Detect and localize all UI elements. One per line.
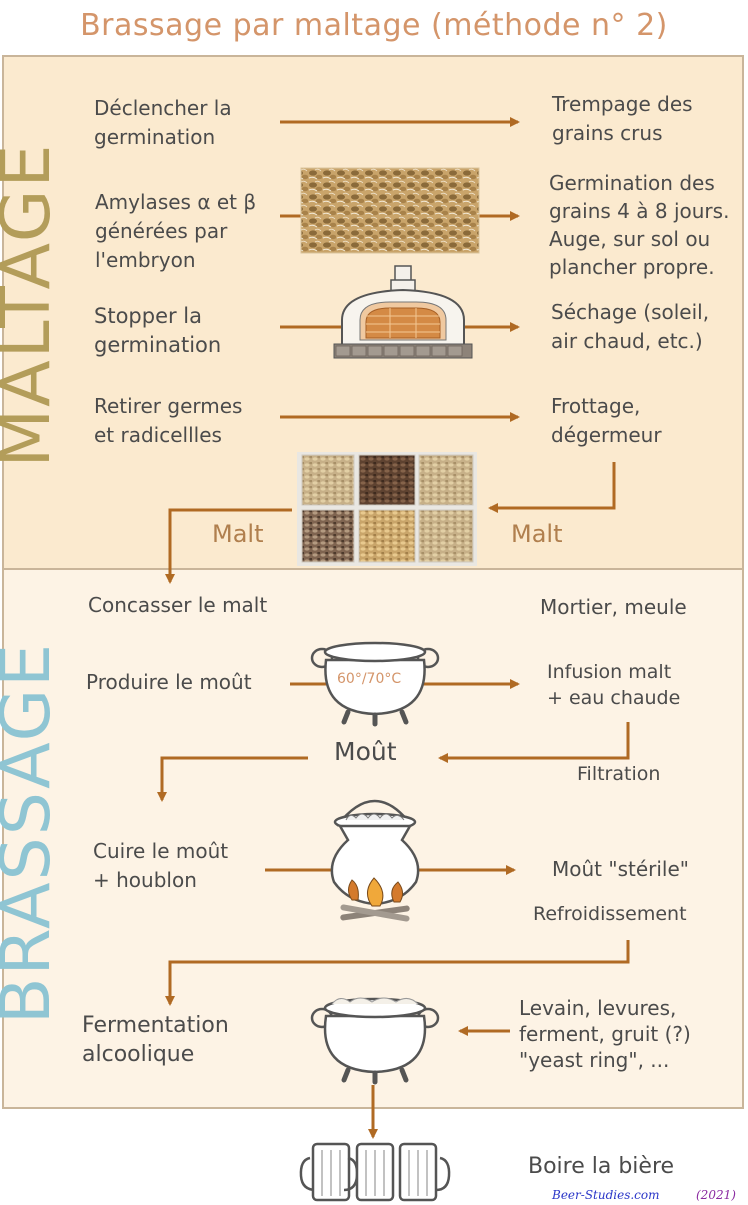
wort-action: Produire le moût [86, 670, 252, 694]
arrow-cooling [165, 940, 630, 1006]
malt-samples-image [297, 452, 477, 566]
arrow-to-malt [488, 462, 616, 513]
fermentation-agents: Levain, levures,ferment, gruit (?)"yeast… [519, 996, 691, 1072]
signature-year: (2021) [696, 1188, 736, 1202]
signature-site: Beer-Studies.com [552, 1188, 660, 1202]
boil-action: Cuire le moût+ houblon [93, 839, 229, 892]
step3-result: Séchage (soleil,air chaud, etc.) [551, 300, 710, 353]
arrow-filtration [438, 722, 630, 763]
boil-result: Moût "stérile" [552, 857, 689, 881]
page-title: Brassage par maltage (méthode n° 2) [80, 8, 668, 43]
step4-result: Frottage,dégermeur [551, 394, 662, 447]
arrow-malt-down [165, 508, 292, 584]
cauldron-boil-icon [330, 799, 420, 922]
kiln-oven-icon [333, 265, 473, 359]
final-drink-label: Boire la bière [528, 1154, 675, 1179]
beer-mugs-icon [299, 1142, 451, 1202]
cauldron-fermentation-icon [310, 997, 440, 1085]
sprouting-grains-image [300, 167, 480, 254]
wort-temperature: 60°/70°C [336, 671, 403, 687]
arrow-to-boil [157, 756, 308, 802]
filtration-label: Filtration [577, 763, 661, 785]
crush-tool: Mortier, meule [540, 595, 687, 619]
wort-result: Infusion malt+ eau chaude [547, 661, 681, 709]
malt-label-right: Malt [511, 520, 563, 548]
cooling-label: Refroidissement [533, 903, 687, 925]
wort-label: Moût [334, 737, 397, 766]
malt-label-left: Malt [212, 520, 264, 548]
crush-action: Concasser le malt [88, 593, 268, 617]
